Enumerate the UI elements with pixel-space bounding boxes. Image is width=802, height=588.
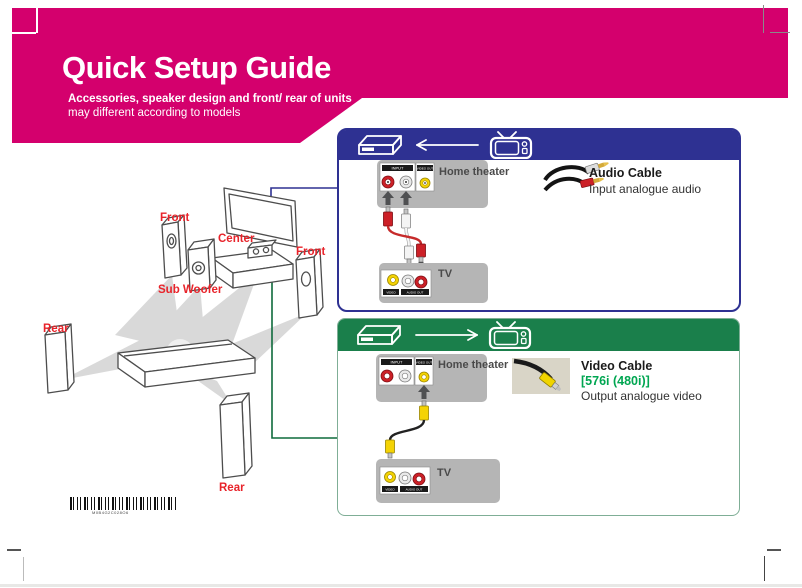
video-home-theater-label: Home theater (438, 359, 509, 371)
label-rear-left: Rear (43, 323, 69, 335)
home-theater-jacks: INPUT VIDEO OUT (377, 160, 488, 208)
audio-cables (383, 206, 427, 276)
label-rear-right: Rear (219, 482, 245, 494)
page-bottom-strip (0, 584, 802, 587)
front-right-speaker-illustration (295, 248, 324, 319)
audio-panel-header (339, 130, 739, 160)
page-subtitle: may different according to models (68, 107, 241, 119)
audio-home-theater-label: Home theater (439, 166, 510, 178)
video-cable-spec: [576i (480i)] (581, 374, 650, 388)
rear-right-speaker-illustration (219, 392, 253, 479)
svg-text:VIDEO OUT: VIDEO OUT (417, 166, 434, 170)
front-left-speaker-illustration (161, 214, 188, 279)
arrow-up-icon (382, 191, 412, 205)
audio-panel-drawing: INPUT VIDEO OUT (377, 160, 609, 303)
label-front-right: Front (296, 246, 326, 258)
audio-cable-name: Audio Cable (589, 166, 662, 180)
crop-mark-top-right-v (763, 5, 764, 33)
svg-text:VIDEO: VIDEO (385, 488, 395, 492)
crop-mark-bottom-left-h (7, 549, 21, 551)
speaker-layout-diagram (44, 187, 340, 479)
tv-jacks: VIDEO AUDIO OUT (379, 263, 488, 303)
header-banner-tail (12, 98, 362, 143)
video-cable-desc: Output analogue video (581, 389, 702, 403)
audio-cable-photo (543, 162, 609, 192)
crop-mark-top-right-h (770, 32, 790, 33)
video-connection-panel: INPUT VIDEO OUT (337, 318, 740, 516)
sub-woofer-illustration (187, 238, 217, 292)
tv-icon (489, 131, 533, 159)
crop-mark-bottom-right-v (764, 556, 765, 581)
header-banner (12, 8, 788, 98)
audio-connection-panel: INPUT VIDEO OUT (337, 128, 741, 312)
home-theater-jacks: INPUT VIDEO OUT (376, 354, 487, 402)
arrow-left-icon (416, 139, 479, 151)
center-speaker-illustration (247, 239, 277, 259)
label-sub-woofer: Sub Woofer (158, 284, 223, 296)
dvd-player-icon (357, 325, 401, 345)
arrow-up-icon (418, 385, 430, 399)
svg-text:VIDEO OUT: VIDEO OUT (416, 360, 433, 364)
rear-left-speaker-illustration (44, 323, 75, 394)
svg-text:INPUT: INPUT (392, 166, 405, 171)
label-center: Center (218, 233, 255, 245)
dvd-player-icon (358, 135, 402, 155)
svg-text:INPUT: INPUT (391, 360, 404, 365)
video-panel-header (338, 319, 739, 351)
barcode-text: M0B4G2C028O6 (92, 510, 129, 515)
video-tv-label: TV (437, 467, 452, 479)
video-cable-name: Video Cable (581, 359, 653, 373)
crop-mark-top-left-h (12, 32, 36, 34)
tv-illustration (223, 187, 298, 248)
page-subtitle-bold: Accessories, speaker design and front/ r… (68, 93, 352, 105)
tv-jacks: VIDEO AUDIO OUT (376, 459, 500, 503)
crop-mark-bottom-left-v (23, 557, 24, 581)
tv-icon (488, 321, 532, 349)
crop-mark-bottom-right-h (767, 549, 781, 551)
arrow-right-icon (415, 329, 478, 341)
stand-illustration (117, 339, 256, 388)
svg-text:AUDIO OUT: AUDIO OUT (407, 291, 424, 295)
crop-mark-top-left-v (36, 8, 38, 33)
audio-tv-label: TV (438, 268, 453, 280)
svg-text:AUDIO OUT: AUDIO OUT (406, 488, 423, 492)
barcode (70, 497, 176, 510)
label-front-left: Front (160, 212, 190, 224)
video-panel-drawing: INPUT VIDEO OUT (376, 354, 570, 503)
page-title: Quick Setup Guide (62, 50, 331, 85)
audio-cable-desc: Input analogue audio (589, 182, 702, 196)
video-cable-photo (512, 358, 570, 394)
svg-text:VIDEO: VIDEO (386, 291, 396, 295)
